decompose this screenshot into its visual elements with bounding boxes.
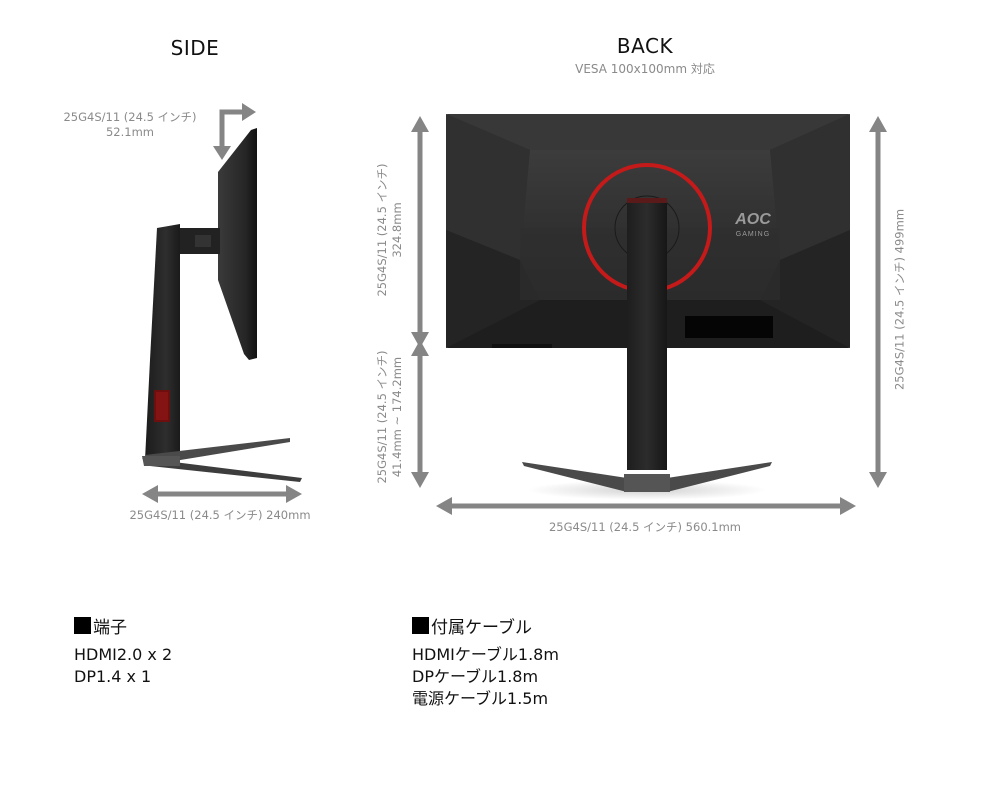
total-height-arrow-icon: [869, 116, 887, 488]
width-arrow-icon: [436, 497, 856, 515]
square-bullet-icon: [412, 617, 429, 634]
cables-section-title: 付属ケーブル: [412, 613, 532, 638]
height-adjust-label-line2: 41.4mm ~ 174.2mm: [390, 356, 404, 478]
side-depth-arrow-icon: [213, 103, 256, 160]
aoc-logo: AOC: [734, 211, 771, 228]
side-base-depth-label: 25G4S/11 (24.5 インチ) 240mm: [129, 508, 311, 522]
panel-height-label-line2: 324.8mm: [390, 202, 404, 258]
vesa-subtitle: VESA 100x100mm 対応: [575, 62, 715, 76]
ports-title-text: 端子: [93, 618, 127, 638]
ports-item: DP1.4 x 1: [74, 667, 152, 686]
height-adjust-label: 25G4S/11 (24.5 インチ) 41.4mm ~ 174.2mm: [375, 327, 405, 507]
panel-height-label-line1: 25G4S/11 (24.5 インチ): [375, 163, 389, 297]
side-monitor-illustration: [142, 128, 302, 482]
panel-height-arrow-icon: [411, 116, 429, 348]
total-height-label: 25G4S/11 (24.5 インチ) 499mm: [892, 208, 907, 391]
side-depth-label-line2: 52.1mm: [105, 125, 154, 139]
side-view-title: SIDE: [170, 36, 220, 60]
side-base-depth-arrow-icon: [142, 485, 302, 503]
side-depth-label-line1: 25G4S/11 (24.5 インチ): [63, 110, 197, 124]
ports-list: HDMI2.0 x 2 DP1.4 x 1: [74, 644, 172, 688]
back-monitor-illustration: AOC GAMING: [446, 114, 850, 500]
back-view-title: BACK: [616, 34, 674, 58]
cables-list: HDMIケーブル1.8m DPケーブル1.8m 電源ケーブル1.5m: [412, 644, 559, 710]
width-label: 25G4S/11 (24.5 インチ) 560.1mm: [548, 520, 742, 534]
panel-height-label: 25G4S/11 (24.5 インチ) 324.8mm: [375, 130, 405, 330]
cables-item: 電源ケーブル1.5m: [412, 689, 549, 708]
height-adjust-label-line1: 25G4S/11 (24.5 インチ): [375, 350, 389, 484]
height-adjust-arrow-icon: [411, 340, 429, 488]
side-depth-label: 25G4S/11 (24.5 インチ) 52.1mm: [55, 110, 205, 140]
cables-title-text: 付属ケーブル: [431, 618, 532, 638]
ports-section-title: 端子: [74, 613, 127, 638]
gaming-logo: GAMING: [736, 231, 770, 238]
ports-item: HDMI2.0 x 2: [74, 645, 173, 664]
cables-item: HDMIケーブル1.8m: [412, 645, 559, 664]
cables-item: DPケーブル1.8m: [412, 667, 539, 686]
square-bullet-icon: [74, 617, 91, 634]
